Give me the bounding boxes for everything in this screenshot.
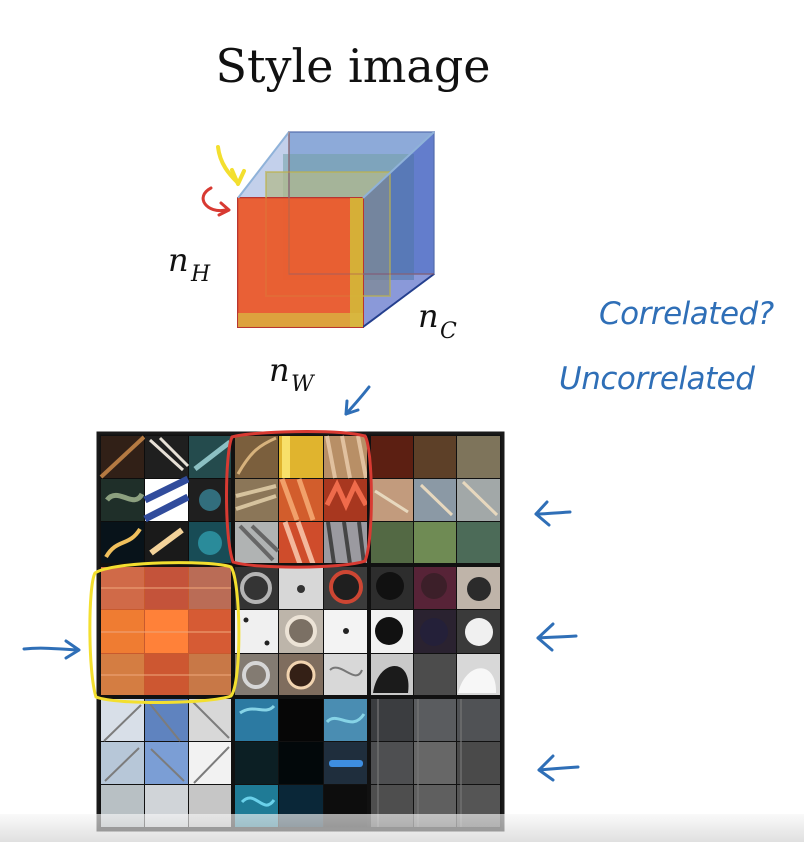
blue-right-arrow-icon-bottom (537, 754, 580, 782)
blue-arrow-icon (344, 385, 371, 416)
height-label: n H (168, 241, 211, 287)
svg-text:W: W (291, 372, 316, 397)
grid-block-middle-center (234, 566, 368, 696)
grid-block-middle-left (101, 566, 232, 696)
svg-text:n: n (418, 297, 439, 335)
grid-block-bottom-right (370, 698, 500, 827)
grid-block-top-center (234, 435, 369, 565)
grid-block-middle-right (370, 566, 500, 696)
svg-text:n: n (168, 241, 189, 279)
yellow-highlight-outline (88, 561, 241, 704)
red-filter-arrow (201, 186, 231, 217)
page-title: Style image (216, 39, 491, 93)
grid-block-bottom-center (234, 698, 368, 827)
blue-right-arrow-icon-middle (536, 622, 578, 652)
svg-text:H: H (190, 262, 211, 287)
red-highlight-outline (225, 430, 373, 569)
grid-block-bottom-left (101, 698, 232, 827)
blue-right-arrow-icon-top (534, 500, 572, 527)
channel-label: n C (418, 297, 457, 344)
feature-grid-panel (96, 431, 505, 832)
svg-text:n: n (269, 351, 290, 389)
grid-block-top-left (99, 435, 232, 564)
activation-volume-cube (237, 131, 435, 328)
grid-block-top-right (370, 436, 500, 564)
correlated-note: Correlated? (599, 296, 774, 332)
width-label: n W (269, 351, 316, 397)
blue-left-arrow-icon (22, 639, 81, 660)
yellow-filter-arrow (216, 145, 246, 186)
uncorrelated-note: Uncorrelated (559, 361, 755, 397)
svg-text:C: C (440, 319, 457, 344)
